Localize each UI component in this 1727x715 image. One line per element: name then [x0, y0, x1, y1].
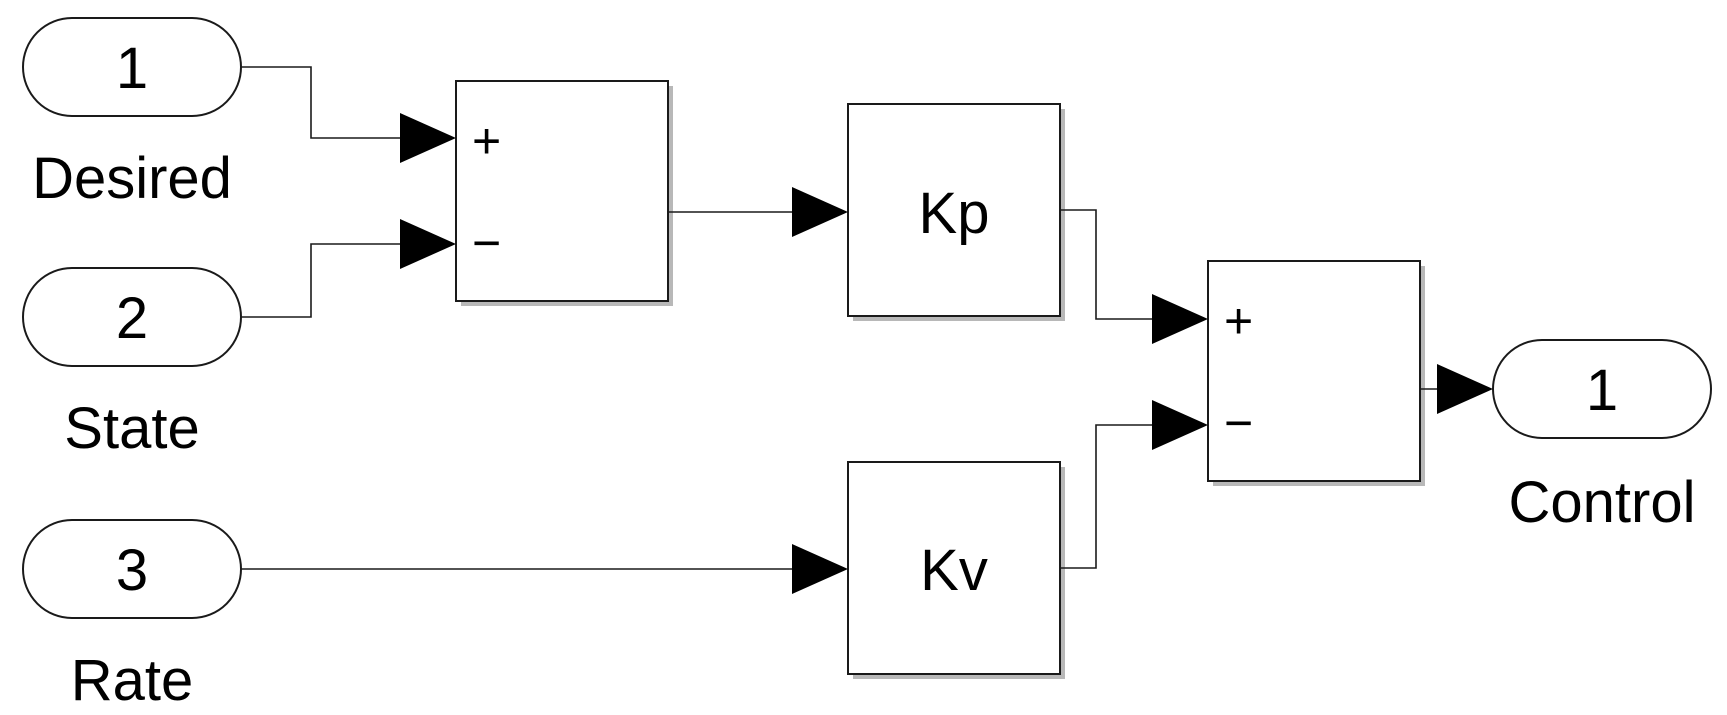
sum-block-2-plus-sign: + — [1224, 293, 1253, 349]
inport-desired[interactable]: 1 — [22, 17, 242, 117]
gain-block-kv-label: Kv — [920, 538, 988, 603]
sum-block-1[interactable]: + − — [455, 80, 673, 306]
outport-control-label: Control — [1509, 470, 1696, 535]
sum-block-2-minus-sign: − — [1224, 395, 1253, 451]
wire-state-arrow — [400, 219, 456, 269]
sum-block-1-minus-sign: − — [472, 215, 501, 271]
gain-block-kp[interactable]: Kp — [847, 103, 1065, 321]
inport-rate-label: Rate — [71, 648, 194, 713]
gain-block-kp-label: Kp — [919, 181, 990, 246]
wire-rate-arrow — [792, 544, 848, 594]
inport-state-label: State — [64, 396, 199, 461]
wire-kp-to-sum2 — [1060, 209, 1152, 320]
inport-state[interactable]: 2 — [22, 267, 242, 367]
inport-rate-number: 3 — [116, 538, 148, 603]
wire-kv-arrow — [1152, 400, 1208, 450]
inport-rate[interactable]: 3 — [22, 519, 242, 619]
wire-desired-arrow — [400, 113, 456, 163]
wire-desired-to-sum1 — [241, 66, 400, 139]
wire-kp-arrow — [1152, 294, 1208, 344]
inport-state-number: 2 — [116, 286, 148, 351]
outport-control-number: 1 — [1586, 358, 1618, 423]
sum-block-1-plus-sign: + — [472, 113, 501, 169]
wire-state-to-sum1 — [241, 243, 400, 318]
gain-block-kv[interactable]: Kv — [847, 461, 1065, 679]
wire-sum2-arrow — [1437, 364, 1493, 414]
outport-control[interactable]: 1 — [1492, 339, 1712, 439]
inport-desired-number: 1 — [116, 36, 148, 101]
sum-block-2[interactable]: + − — [1207, 260, 1425, 486]
inport-desired-label: Desired — [32, 146, 232, 211]
wire-sum1-arrow — [792, 187, 848, 237]
wire-kv-to-sum2 — [1060, 424, 1152, 569]
